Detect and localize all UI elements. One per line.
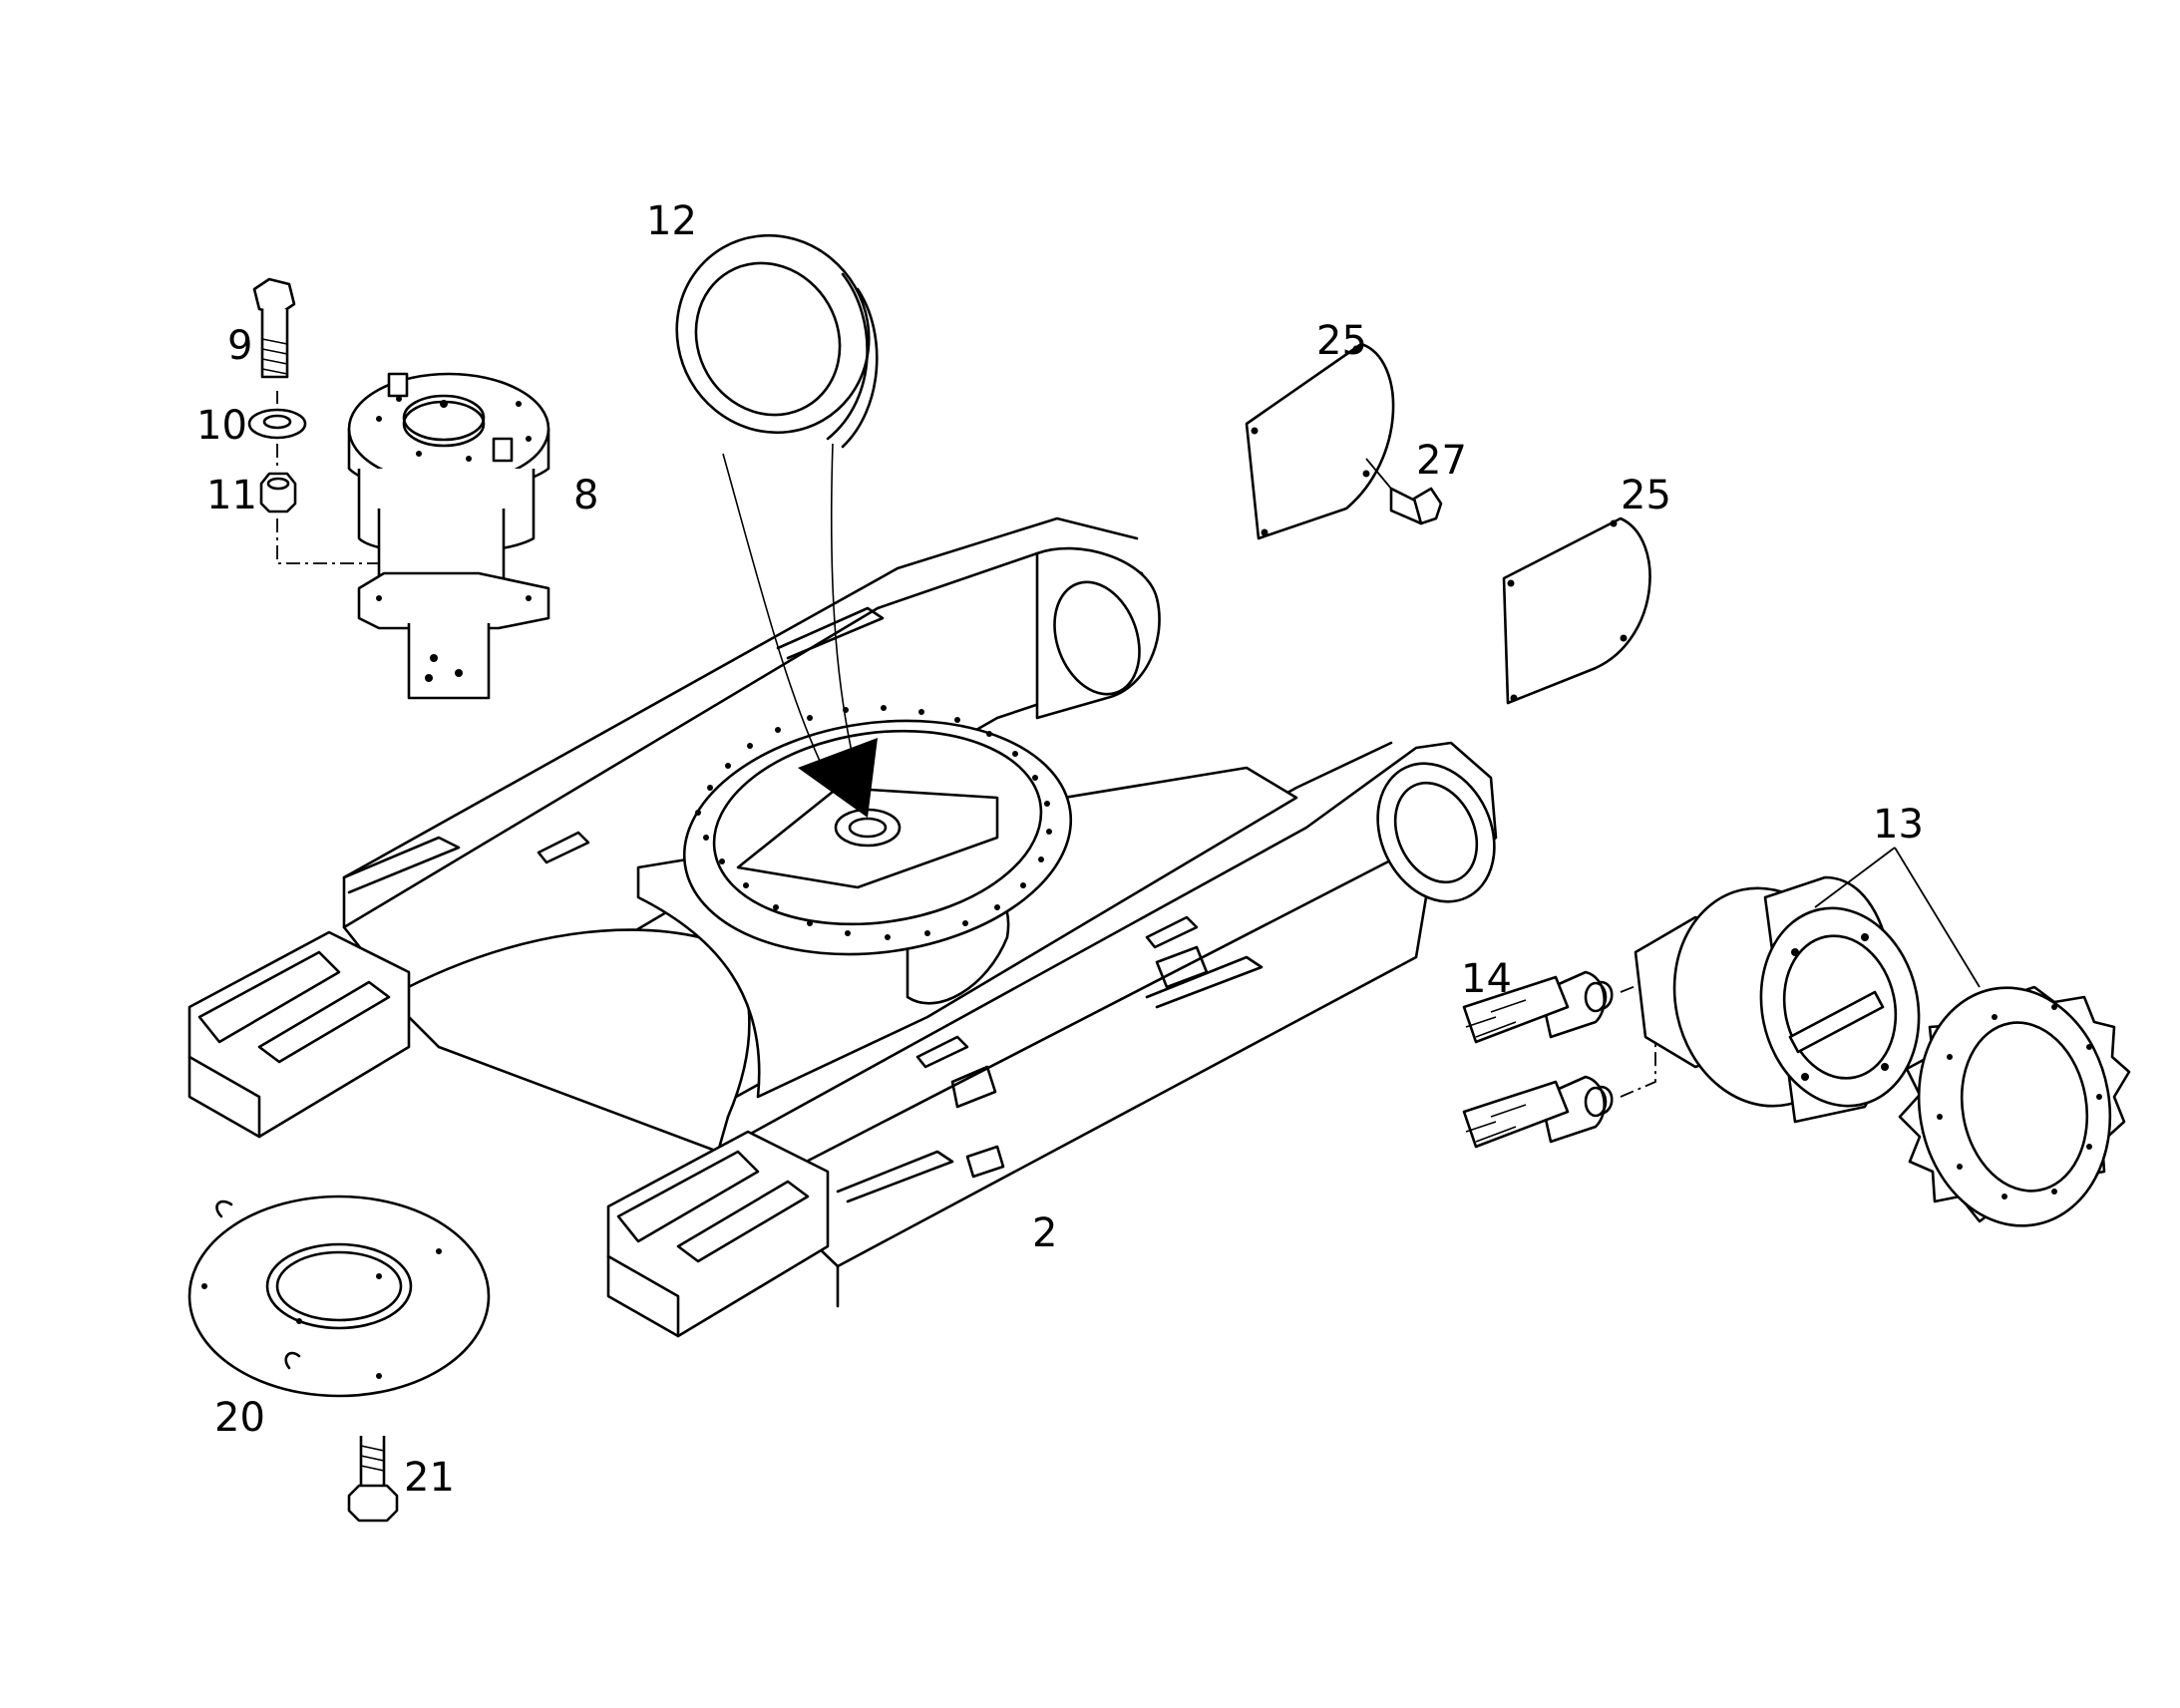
callout-2: 2: [1032, 1210, 1057, 1256]
cover-plate-upper: [1245, 342, 1395, 540]
rotary-joint: [247, 277, 550, 700]
bolt-27: [1389, 487, 1443, 525]
leader-lines: [1365, 458, 1981, 988]
cover-plate-lower: [1502, 516, 1651, 705]
callout-14: 14: [1461, 956, 1512, 1002]
callout-9: 9: [227, 323, 252, 369]
travel-motor: [1634, 875, 1921, 1124]
callout-11: 11: [206, 473, 257, 518]
bottom-plate-20: [187, 1195, 491, 1398]
callouts: 2 8 9 10 11 12 13 14 20 21 25 25 27: [196, 198, 1924, 1501]
bolt-9: [252, 277, 296, 379]
seal-ring: [675, 233, 879, 818]
callout-10: 10: [196, 403, 247, 449]
callout-8: 8: [573, 473, 598, 518]
callout-27: 27: [1416, 438, 1467, 484]
undercarriage-frame: [187, 516, 1498, 1338]
sprocket: [1898, 985, 2131, 1227]
callout-25-lower: 25: [1621, 473, 1671, 518]
bolt-21: [347, 1436, 399, 1523]
callout-20: 20: [214, 1395, 265, 1441]
nut-11: [259, 472, 297, 513]
callout-13: 13: [1873, 802, 1924, 848]
washer-10: [247, 408, 307, 440]
hose-fittings: [1462, 970, 1656, 1149]
callout-25-upper: 25: [1316, 318, 1367, 364]
callout-12: 12: [646, 198, 697, 244]
callout-21: 21: [404, 1455, 455, 1501]
ring-bolt-holes: [695, 705, 1052, 940]
insert-arrow: [798, 738, 878, 818]
